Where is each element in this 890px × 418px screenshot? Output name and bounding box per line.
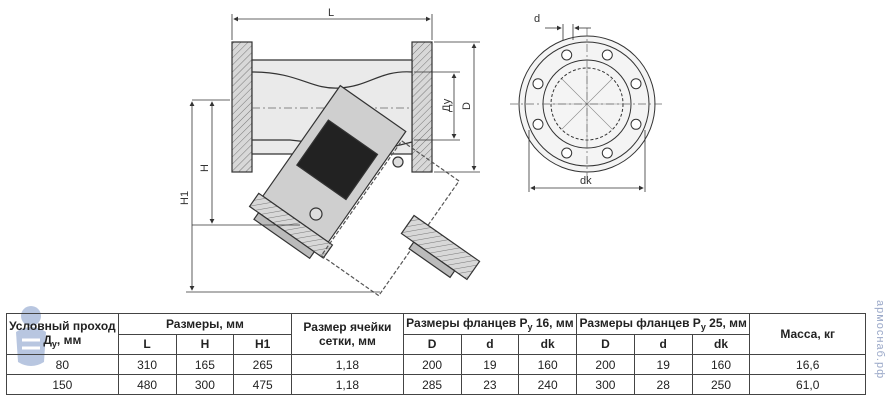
table-row: 80 310 165 265 1,18 200 19 160 200 19 16… bbox=[6, 354, 866, 375]
table-cell: 16,6 bbox=[749, 354, 866, 375]
table-cell: 165 bbox=[175, 354, 235, 375]
flange-bolt-holes bbox=[532, 49, 642, 159]
table-cell: 285 bbox=[402, 374, 462, 395]
subheader-D-16: D bbox=[402, 333, 462, 355]
header-mesh-size: Размер ячейки сетки, мм bbox=[291, 313, 404, 355]
bolt-hole bbox=[630, 118, 642, 130]
subheader-d-16: d bbox=[460, 333, 520, 355]
header-nominal-bore: Условный проход Ду, мм bbox=[6, 313, 119, 355]
table-cell: 1,18 bbox=[291, 354, 404, 375]
bolt-hole bbox=[601, 49, 613, 61]
table-cell: 250 bbox=[691, 374, 751, 395]
dim-d-label: d bbox=[534, 13, 540, 25]
table-cell: 80 bbox=[6, 354, 119, 375]
table-cell: 300 bbox=[175, 374, 235, 395]
watermark: армоснаб.рф bbox=[874, 300, 886, 380]
subheader-H: H bbox=[175, 333, 235, 355]
dimension-dk bbox=[528, 130, 646, 192]
table-cell: 480 bbox=[117, 374, 177, 395]
dimension-D bbox=[414, 41, 480, 173]
specification-table: Условный проход Ду, мм Размеры, мм Разме… bbox=[6, 313, 866, 395]
strainer-side-view bbox=[231, 41, 481, 297]
header-sizes: Размеры, мм bbox=[117, 313, 293, 335]
bolt-hole bbox=[532, 118, 544, 130]
dimension-L bbox=[231, 14, 433, 40]
dim-D-label: D bbox=[461, 102, 473, 110]
table-cell: 475 bbox=[233, 374, 293, 395]
table-cell: 19 bbox=[460, 354, 520, 375]
table-cell: 240 bbox=[518, 374, 578, 395]
table-cell: 1,18 bbox=[291, 374, 404, 395]
table-cell: 160 bbox=[691, 354, 751, 375]
header-mass: Масса, кг bbox=[749, 313, 866, 355]
subheader-d-25: d bbox=[633, 333, 693, 355]
bolt-hole bbox=[532, 78, 544, 90]
dim-H1-label: H1 bbox=[179, 191, 191, 205]
bolt-hole bbox=[630, 78, 642, 90]
table-cell: 310 bbox=[117, 354, 177, 375]
header-flange-16: Размеры фланцев Ру 16, мм bbox=[402, 313, 578, 335]
subheader-dk-25: dk bbox=[691, 333, 751, 355]
table-cell: 160 bbox=[518, 354, 578, 375]
dim-dk-label: dk bbox=[580, 175, 592, 187]
dimension-d bbox=[545, 24, 591, 40]
table-cell: 200 bbox=[402, 354, 462, 375]
table-cell: 300 bbox=[576, 374, 635, 395]
table-cell: 28 bbox=[633, 374, 693, 395]
dim-L-label: L bbox=[328, 7, 334, 19]
bolt-hole bbox=[561, 49, 573, 61]
technical-drawing: L D Ду H H1 bbox=[179, 7, 665, 297]
table-cell: 150 bbox=[6, 374, 119, 395]
table-cell: 23 bbox=[460, 374, 520, 395]
bolt-hole bbox=[601, 147, 613, 159]
dim-Dy-label: Ду bbox=[441, 98, 453, 112]
subheader-D-25: D bbox=[576, 333, 635, 355]
table-cell: 61,0 bbox=[749, 374, 866, 395]
table-cell: 19 bbox=[633, 354, 693, 375]
table-row: 150 480 300 475 1,18 285 23 240 300 28 2… bbox=[6, 374, 866, 395]
dimension-H bbox=[186, 99, 380, 293]
flange-front-view bbox=[510, 28, 665, 180]
dim-H-label: H bbox=[199, 164, 211, 172]
subheader-L: L bbox=[117, 333, 177, 355]
subheader-H1: H1 bbox=[233, 333, 293, 355]
table-cell: 265 bbox=[233, 354, 293, 375]
table-cell: 200 bbox=[576, 354, 635, 375]
subheader-dk-16: dk bbox=[518, 333, 578, 355]
header-flange-25: Размеры фланцев Ру 25, мм bbox=[576, 313, 751, 335]
bolt-hole bbox=[561, 147, 573, 159]
